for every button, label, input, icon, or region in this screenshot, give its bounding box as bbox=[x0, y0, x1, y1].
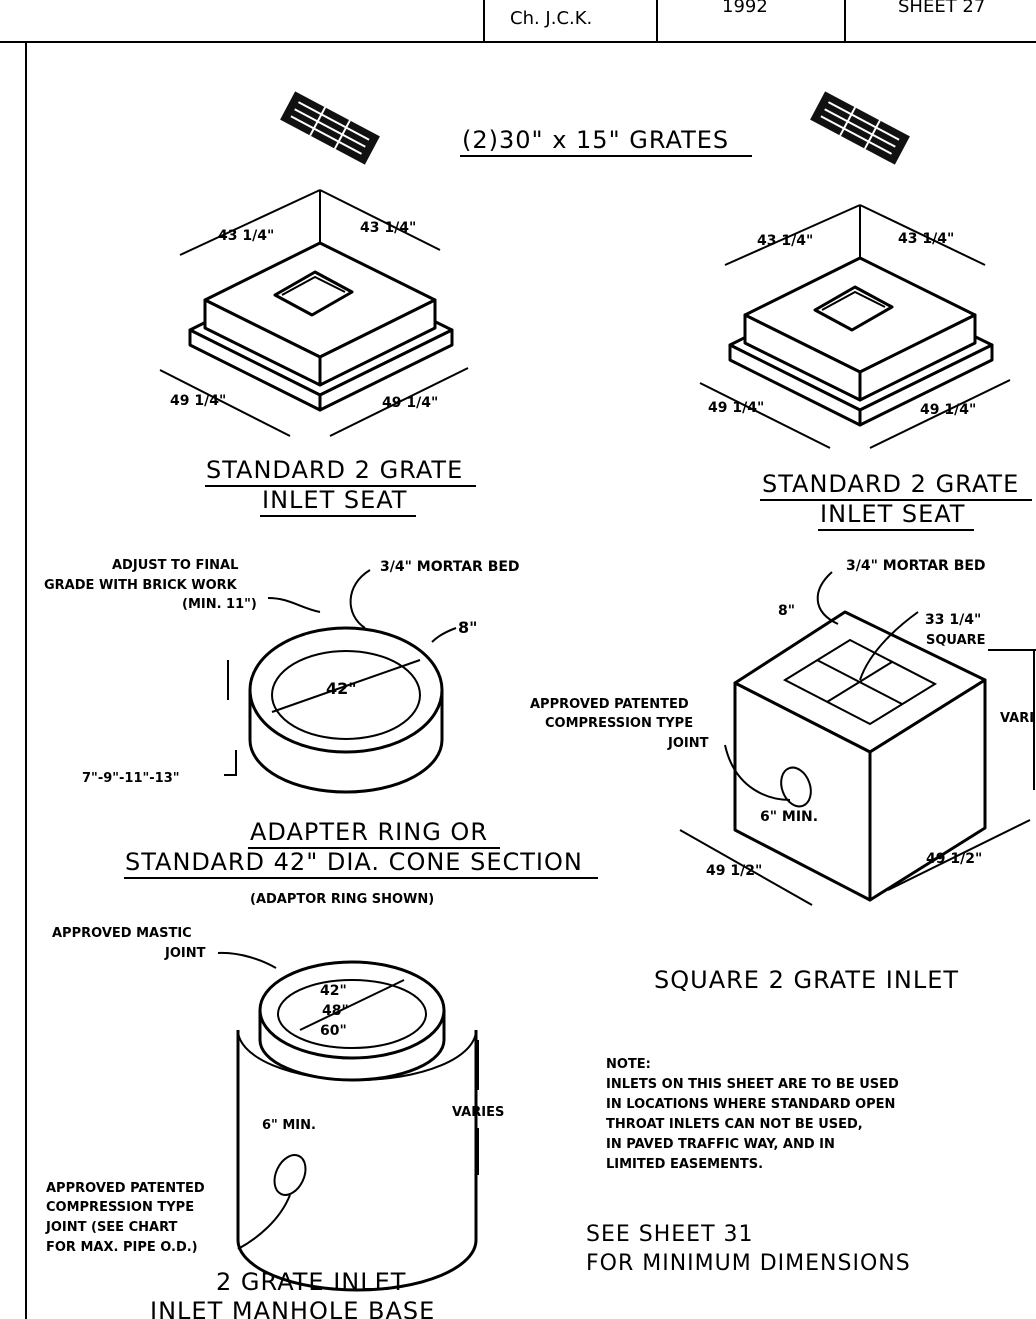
seat-right-dim-top-left: 43 1/4" bbox=[757, 233, 813, 249]
ring-title-line1: ADAPTER RING OR bbox=[250, 818, 488, 846]
mastic-line2: JOINT bbox=[164, 946, 206, 961]
manhole-dia1: 42" bbox=[320, 983, 347, 999]
ring-title-line2: STANDARD 42" DIA. CONE SECTION bbox=[125, 848, 583, 876]
ring-heights: 7"-9"-11"-13" bbox=[82, 771, 180, 786]
year: 1992 bbox=[722, 0, 768, 17]
manhole-joint-line2: COMPRESSION TYPE bbox=[46, 1200, 194, 1215]
seat-left-dim-bottom-right: 49 1/4" bbox=[382, 395, 438, 411]
note-line5: IN PAVED TRAFFIC WAY, AND IN bbox=[606, 1137, 835, 1152]
see-sheet-line1: SEE SHEET 31 bbox=[586, 1222, 754, 1247]
checked-by: Ch. J.C.K. bbox=[510, 8, 592, 29]
seat-left-dim-bottom-left: 49 1/4" bbox=[170, 393, 226, 409]
square-title: SQUARE 2 GRATE INLET bbox=[654, 966, 959, 994]
square-size: 33 1/4" bbox=[925, 612, 981, 628]
note-line6: LIMITED EASEMENTS. bbox=[606, 1157, 763, 1172]
square-joint-line1: APPROVED PATENTED bbox=[530, 697, 689, 712]
sheet-number: SHEET 27 bbox=[898, 0, 985, 17]
square-wall: 8" bbox=[778, 603, 795, 619]
seat-left-title-line1: STANDARD 2 GRATE bbox=[206, 456, 463, 484]
manhole-dia2: 48" bbox=[322, 1003, 349, 1019]
seat-right-title-line2: INLET SEAT bbox=[820, 500, 965, 528]
manhole-title-line2: INLET MANHOLE BASE bbox=[150, 1297, 435, 1319]
square-dim-left: 49 1/2" bbox=[706, 863, 762, 879]
grates-label: (2)30" x 15" GRATES bbox=[462, 126, 729, 154]
square-dim-right: 49 1/2" bbox=[926, 851, 982, 867]
manhole-varies: VARIES bbox=[452, 1105, 504, 1120]
ring-diameter: 42" bbox=[326, 679, 357, 698]
square-min: 6" MIN. bbox=[760, 809, 818, 825]
square-inlet-box bbox=[679, 571, 1036, 906]
square-label: SQUARE bbox=[926, 633, 986, 648]
seat-right-dim-bottom-right: 49 1/4" bbox=[920, 402, 976, 418]
manhole-joint-line3: JOINT (SEE CHART bbox=[45, 1220, 177, 1235]
inlet-seat-right: 43 1/4" 43 1/4" 49 1/4" 49 1/4" bbox=[699, 204, 1011, 449]
square-mortar-bed: 3/4" MORTAR BED bbox=[846, 558, 986, 574]
manhole-title-line1: 2 GRATE INLET bbox=[216, 1268, 406, 1296]
adjust-line3: (MIN. 11") bbox=[182, 597, 257, 612]
seat-right-title-line1: STANDARD 2 GRATE bbox=[762, 470, 1019, 498]
manhole-joint-line4: FOR MAX. PIPE O.D.) bbox=[46, 1240, 198, 1255]
manhole-min: 6" MIN. bbox=[262, 1118, 316, 1133]
square-joint-line2: COMPRESSION TYPE bbox=[545, 716, 693, 731]
mastic-line1: APPROVED MASTIC bbox=[52, 926, 192, 941]
note-line3: IN LOCATIONS WHERE STANDARD OPEN bbox=[606, 1097, 895, 1112]
adjust-line2: GRADE WITH BRICK WORK bbox=[44, 578, 238, 593]
ring-thickness: 8" bbox=[458, 618, 477, 637]
grate-icon-right bbox=[810, 91, 910, 165]
adapter-ring bbox=[224, 569, 457, 794]
seat-right-dim-top-right: 43 1/4" bbox=[898, 231, 954, 247]
manhole-dia3: 60" bbox=[320, 1023, 347, 1039]
ring-subtitle: (ADAPTOR RING SHOWN) bbox=[250, 892, 434, 907]
square-varies: VARI bbox=[1000, 711, 1034, 726]
note-line4: THROAT INLETS CAN NOT BE USED, bbox=[606, 1117, 863, 1132]
seat-left-dim-top-left: 43 1/4" bbox=[218, 228, 274, 244]
note-line1: NOTE: bbox=[606, 1057, 651, 1072]
inlet-seat-left: 43 1/4" 43 1/4" 49 1/4" 49 1/4" bbox=[159, 189, 469, 437]
manhole-base bbox=[217, 951, 479, 1292]
grate-icon-left bbox=[280, 91, 380, 165]
square-joint-line3: JOINT bbox=[667, 736, 709, 751]
adjust-line1: ADJUST TO FINAL bbox=[112, 558, 238, 573]
seat-left-dim-top-right: 43 1/4" bbox=[360, 220, 416, 236]
note-line2: INLETS ON THIS SHEET ARE TO BE USED bbox=[606, 1077, 899, 1092]
manhole-joint-line1: APPROVED PATENTED bbox=[46, 1181, 205, 1196]
see-sheet-line2: FOR MINIMUM DIMENSIONS bbox=[586, 1251, 911, 1276]
seat-right-dim-bottom-left: 49 1/4" bbox=[708, 400, 764, 416]
note-block: NOTE: INLETS ON THIS SHEET ARE TO BE USE… bbox=[606, 1057, 899, 1172]
ring-mortar-bed: 3/4" MORTAR BED bbox=[380, 559, 520, 575]
seat-left-title-line2: INLET SEAT bbox=[262, 486, 407, 514]
